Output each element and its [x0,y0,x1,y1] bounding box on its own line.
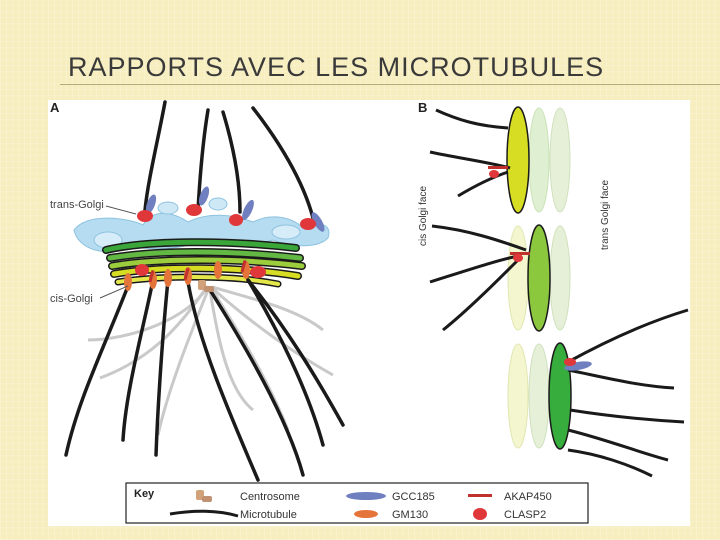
panel-a-letter: A [50,100,60,115]
panel-b-row-3 [507,308,689,478]
key-clasp2-label: CLASP2 [504,509,546,521]
row2-cisterna-middle [527,224,551,332]
panel-b-letter: B [418,100,427,115]
title-underline [60,84,720,85]
key-clasp2-icon [473,508,487,520]
key-gm130-icon [354,510,378,518]
key-gcc185-label: GCC185 [392,491,435,503]
cis-akap450-markers [148,259,247,283]
key-centrosome-icon [196,490,204,500]
cis-golgi-label: cis-Golgi [50,293,93,305]
golgi-stack [102,238,306,288]
row3-cisterna-middle [528,343,550,449]
cis-clasp2-markers [135,264,266,278]
key-legend: Key Centrosome Microtubule GCC185 GM130 … [125,482,589,524]
trans-golgi-label: trans-Golgi [50,199,104,211]
row2-cisterna-trans [549,225,571,331]
key-akap450-label: AKAP450 [504,491,552,503]
gray-microtubules [87,285,334,436]
figure-svg: A [50,100,689,524]
row1-cisterna-trans [549,107,571,213]
cis-golgi-face-label: cis Golgi face [418,186,429,246]
centrosome [198,280,214,292]
cis-microtubules [64,278,345,482]
key-title: Key [134,488,155,500]
key-gm130-label: GM130 [392,509,428,521]
key-gcc185-icon [346,492,386,500]
row2-cisterna-cis [507,225,529,331]
trans-microtubules [143,100,315,220]
key-microtubule-icon [169,509,239,518]
trans-clasp2-markers [137,204,316,230]
panel-b-row-2 [429,224,571,332]
key-centrosome-label: Centrosome [240,491,300,503]
cis-golgi-pointer [99,285,129,299]
slide-title: RAPPORTS AVEC LES MICROTUBULES [68,52,605,82]
panel-b-row-1 [429,106,571,214]
trans-golgi-face-label: trans Golgi face [600,180,611,250]
trans-golgi-pointer [105,205,137,215]
row1-cisterna-cis [506,106,530,214]
row1-cisterna-middle [528,107,550,213]
key-microtubule-label: Microtubule [240,509,297,521]
figure-panel: A [48,100,690,526]
row3-cisterna-cis [507,343,529,449]
trans-gcc185-markers [145,186,325,232]
key-akap450-icon [468,494,492,497]
